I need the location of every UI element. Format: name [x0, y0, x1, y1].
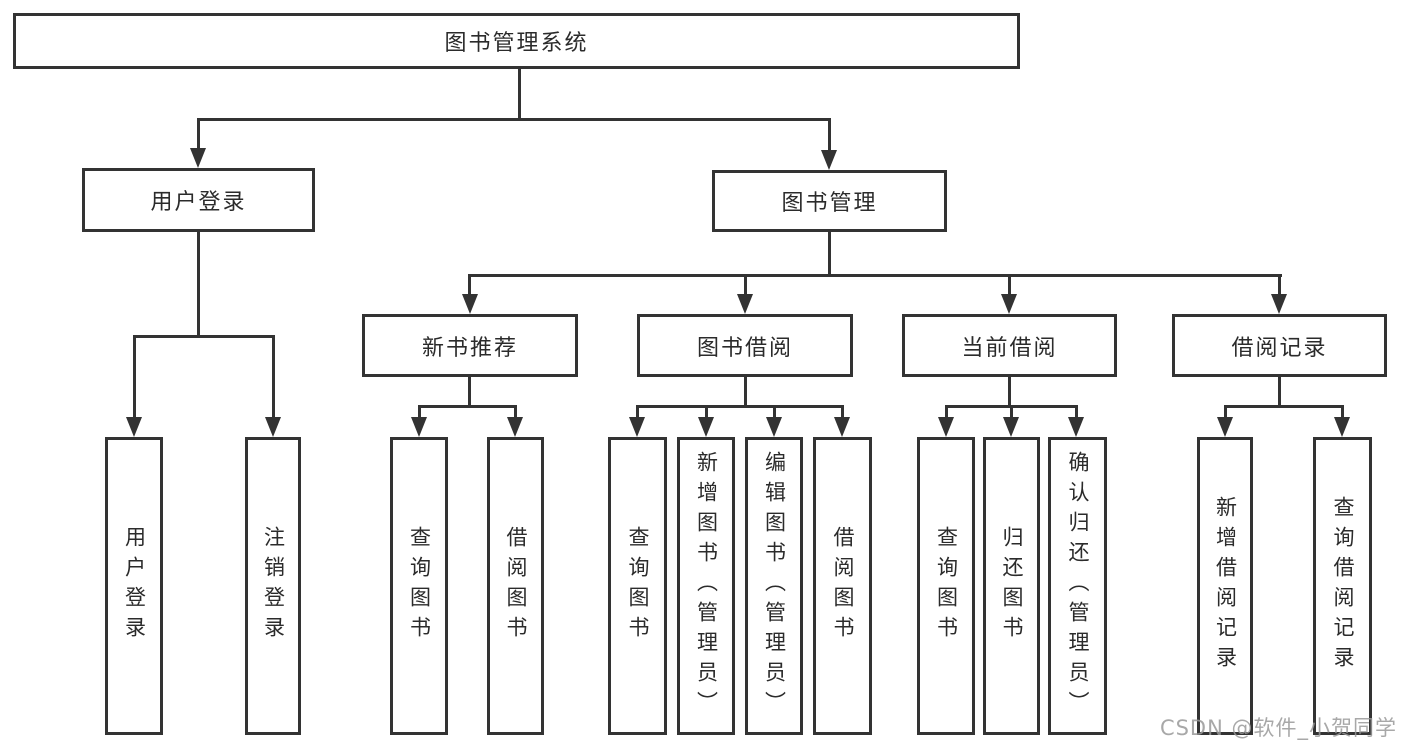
arrow-down-icon	[507, 417, 523, 437]
connector-line	[744, 274, 747, 296]
node-leaf-query-books-recommend: 查询图书	[390, 437, 448, 735]
arrow-down-icon	[462, 294, 478, 314]
connector-line	[469, 274, 1282, 277]
arrow-down-icon	[1003, 417, 1019, 437]
node-leaf-query-books-current: 查询图书	[917, 437, 975, 735]
connector-line	[272, 335, 275, 418]
arrow-down-icon	[766, 417, 782, 437]
connector-line	[1278, 274, 1281, 296]
node-leaf-edit-books-admin: 编辑图书（管理员）	[745, 437, 803, 735]
node-leaf-add-books-admin: 新增图书（管理员）	[677, 437, 735, 735]
connector-line	[828, 232, 831, 274]
connector-line	[468, 377, 471, 405]
arrow-down-icon	[1217, 417, 1233, 437]
node-leaf-borrow-books-recommend: 借阅图书	[487, 437, 544, 735]
connector-line	[705, 405, 708, 419]
connector-line	[418, 405, 517, 408]
arrow-down-icon	[938, 417, 954, 437]
arrow-down-icon	[821, 150, 837, 170]
connector-line	[636, 405, 639, 419]
connector-line	[1008, 274, 1011, 296]
arrow-down-icon	[629, 417, 645, 437]
arrow-down-icon	[265, 417, 281, 437]
connector-line	[841, 405, 844, 419]
connector-line	[828, 118, 831, 150]
connector-line	[133, 335, 136, 418]
arrow-down-icon	[737, 294, 753, 314]
arrow-down-icon	[1001, 294, 1017, 314]
connector-line	[773, 405, 776, 419]
node-leaf-add-borrow-record: 新增借阅记录	[1197, 437, 1253, 735]
node-leaf-user-login: 用户登录	[105, 437, 163, 735]
connector-line	[197, 118, 831, 121]
connector-line	[468, 274, 471, 296]
node-leaf-confirm-return-admin: 确认归还（管理员）	[1048, 437, 1107, 735]
arrow-down-icon	[1271, 294, 1287, 314]
connector-line	[197, 232, 200, 335]
node-borrowing-records: 借阅记录	[1172, 314, 1387, 377]
connector-line	[636, 405, 844, 408]
connector-line	[1224, 405, 1344, 408]
node-leaf-logout: 注销登录	[245, 437, 301, 735]
node-leaf-borrow-books: 借阅图书	[813, 437, 872, 735]
connector-line	[418, 405, 421, 419]
arrow-down-icon	[1334, 417, 1350, 437]
arrow-down-icon	[1068, 417, 1084, 437]
connector-line	[1075, 405, 1078, 419]
arrow-down-icon	[834, 417, 850, 437]
connector-line	[744, 377, 747, 405]
connector-line	[1224, 405, 1227, 419]
node-book-management: 图书管理	[712, 170, 947, 232]
arrow-down-icon	[698, 417, 714, 437]
watermark: CSDN @软件_小贺同学	[1159, 716, 1397, 740]
arrow-down-icon	[190, 148, 206, 168]
node-new-book-recommend: 新书推荐	[362, 314, 578, 377]
node-leaf-query-books-borrowing: 查询图书	[608, 437, 667, 735]
node-current-borrowing: 当前借阅	[902, 314, 1117, 377]
connector-line	[1278, 377, 1281, 405]
node-leaf-return-books: 归还图书	[983, 437, 1040, 735]
connector-line	[1010, 405, 1013, 419]
node-book-borrowing: 图书借阅	[637, 314, 853, 377]
connector-line	[514, 405, 517, 419]
connector-line	[133, 335, 275, 338]
node-leaf-query-borrow-record: 查询借阅记录	[1313, 437, 1372, 735]
connector-line	[945, 405, 948, 419]
connector-line	[518, 69, 521, 119]
arrow-down-icon	[126, 417, 142, 437]
node-library-system: 图书管理系统	[13, 13, 1020, 69]
arrow-down-icon	[411, 417, 427, 437]
node-user-login: 用户登录	[82, 168, 315, 232]
connector-line	[1008, 377, 1011, 405]
connector-line	[1341, 405, 1344, 419]
connector-line	[197, 118, 200, 150]
